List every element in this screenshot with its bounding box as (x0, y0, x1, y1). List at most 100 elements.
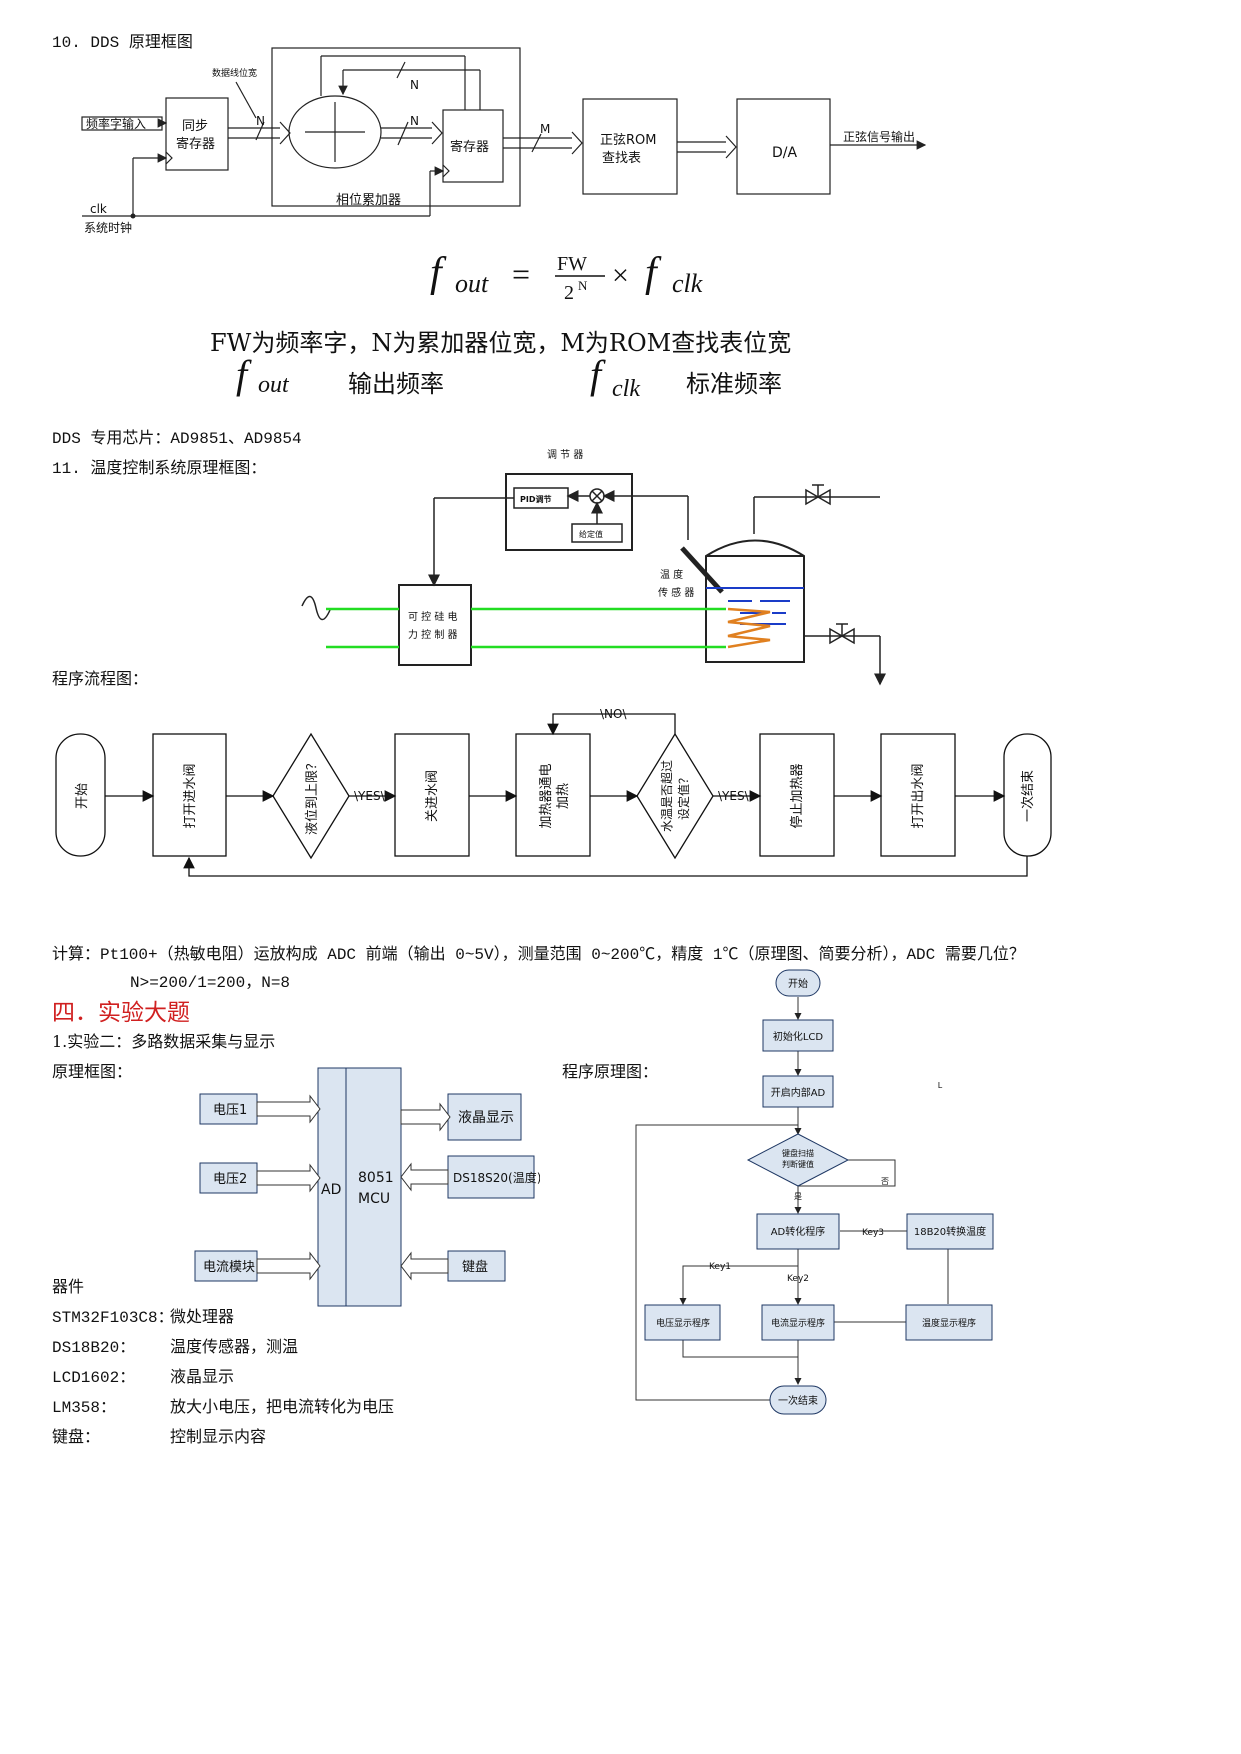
experiment-1-title: 1.实验二：多路数据采集与显示 (52, 1032, 276, 1051)
scr-controller-box (398, 584, 472, 666)
svg-text:clk: clk (90, 202, 107, 216)
experiment-block-diagram: 电压1 电压2 电流模块 AD 8051 MCU 液晶显示 DS18S20(温度… (194, 1067, 540, 1307)
component-desc: 放大小电压，把电流转化为电压 (170, 1397, 395, 1416)
component-name: LCD1602： (52, 1369, 136, 1387)
svg-text:电压2: 电压2 (213, 1172, 247, 1187)
svg-text:加热器通电: 加热器通电 (539, 763, 554, 828)
svg-text:N: N (256, 114, 265, 128)
sec11-heading: 11. 温度控制系统原理框图： (52, 460, 267, 478)
component-desc: 微处理器 (170, 1307, 235, 1326)
component-name: DS18B20： (52, 1339, 136, 1357)
svg-text:一次结束: 一次结束 (1020, 770, 1036, 822)
svg-text:温 度: 温 度 (660, 568, 683, 581)
temperature-control-diagram: 调 节 器 PID调节 给定值 温 度 传 感 器 可 控 硅 电 力 控 制 … (301, 449, 886, 686)
svg-text:8051: 8051 (358, 1170, 394, 1186)
sec10-heading: 10. DDS 原理框图 (52, 34, 193, 52)
svg-text:寄存器: 寄存器 (450, 139, 489, 155)
fclk-desc: 标准频率 (686, 370, 782, 398)
da-box (736, 98, 831, 195)
component-desc: 液晶显示 (170, 1367, 235, 1386)
svg-text:f: f (590, 352, 606, 397)
calc-answer: N>=200/1=200，N=8 (130, 974, 291, 992)
svg-text:M: M (540, 122, 550, 136)
svg-text:键盘扫描: 键盘扫描 (782, 1148, 814, 1158)
svg-text:开始: 开始 (75, 783, 90, 809)
svg-text:频率字输入: 频率字输入 (86, 116, 146, 131)
sine-rom-box (582, 98, 678, 195)
svg-text:正弦ROM: 正弦ROM (600, 132, 656, 148)
svg-text:是: 是 (794, 1192, 802, 1201)
svg-text:寄存器: 寄存器 (176, 136, 215, 152)
svg-text:\YES\: \YES\ (718, 789, 750, 803)
flow-level-check (272, 732, 350, 860)
program-label: 程序原理图： (562, 1062, 659, 1081)
svg-text:N: N (410, 78, 419, 92)
svg-text:停止加热器: 停止加热器 (789, 763, 805, 828)
svg-text:MCU: MCU (358, 1191, 390, 1207)
svg-text:键盘: 键盘 (462, 1259, 488, 1275)
components-title: 器件 (52, 1277, 85, 1296)
svg-text:out: out (258, 372, 290, 398)
svg-text:查找表: 查找表 (602, 151, 641, 166)
svg-text:温度显示程序: 温度显示程序 (922, 1317, 976, 1329)
svg-text:传 感 器: 传 感 器 (658, 586, 694, 599)
sync-register-box (165, 97, 229, 171)
svg-text:打开进水阀: 打开进水阀 (183, 763, 198, 828)
svg-text:电流显示程序: 电流显示程序 (771, 1317, 825, 1329)
dds-formula: f out = FW 2 N × f clk (430, 250, 703, 304)
svg-text:Key3: Key3 (862, 1228, 884, 1238)
svg-text:初始化LCD: 初始化LCD (773, 1030, 824, 1043)
svg-text:18B20转换温度: 18B20转换温度 (914, 1225, 986, 1238)
svg-text:f: f (236, 352, 252, 397)
svg-text:电压显示程序: 电压显示程序 (656, 1317, 710, 1329)
svg-text:相位累加器: 相位累加器 (336, 193, 401, 208)
flow-start (55, 733, 106, 857)
svg-text:clk: clk (672, 269, 703, 298)
dds-note-line1: FW为频率字，N为累加器位宽，M为ROM查找表位宽 (210, 329, 792, 357)
svg-text:正弦信号输出: 正弦信号输出 (843, 129, 915, 144)
svg-text:否: 否 (881, 1177, 889, 1186)
block-diagram-label: 原理框图： (52, 1062, 133, 1081)
svg-text:DS18S20(温度): DS18S20(温度) (453, 1170, 540, 1185)
flow-title: 程序流程图： (52, 669, 149, 688)
component-name: 键盘： (52, 1427, 101, 1446)
svg-text:FW: FW (557, 253, 587, 275)
dds-chips: DDS 专用芯片：AD9851、AD9854 (52, 430, 302, 448)
svg-text:同步: 同步 (182, 119, 208, 134)
program-principle-flowchart: 开始 初始化LCD 开启内部AD 键盘扫描 判断键值 否 是 AD转化程序 Ke… (635, 969, 994, 1415)
svg-text:力 控 制 器: 力 控 制 器 (408, 628, 458, 641)
svg-text:一次结束: 一次结束 (778, 1394, 818, 1407)
svg-text:液晶显示: 液晶显示 (458, 1110, 514, 1126)
svg-text:关进水阀: 关进水阀 (425, 770, 440, 822)
svg-text:L: L (938, 1081, 943, 1090)
svg-text:判断键值: 判断键值 (782, 1159, 814, 1169)
component-desc: 温度传感器，测温 (170, 1337, 299, 1356)
svg-text:AD: AD (321, 1182, 341, 1198)
svg-text:系统时钟: 系统时钟 (84, 220, 132, 235)
svg-text:=: = (512, 256, 530, 292)
svg-text:可 控 硅 电: 可 控 硅 电 (408, 610, 458, 623)
svg-text:数据线位宽: 数据线位宽 (212, 67, 257, 79)
svg-text:N: N (578, 278, 588, 293)
component-name: LM358： (52, 1399, 117, 1417)
svg-text:调 节 器: 调 节 器 (547, 449, 583, 461)
svg-text:out: out (455, 269, 489, 298)
calc-question: 计算：Pt100+（热敏电阻）运放构成 ADC 前端（输出 0~5V），测量范围… (52, 946, 1025, 964)
svg-text:×: × (612, 259, 629, 292)
dds-block-diagram: 数据线位宽 频率字输入 同步 寄存器 N N N M 寄存器 正弦ROM 查找表… (81, 47, 927, 235)
section-4-title: 四．实验大题 (52, 1000, 190, 1026)
program-flowchart: 开始 打开进水阀 液位到上限？ \YES\ 关进水阀 加热器通电 加热 \NO\… (55, 707, 1052, 877)
flow-temp-check (636, 732, 714, 860)
svg-text:PID调节: PID调节 (520, 494, 551, 504)
svg-text:打开出水阀: 打开出水阀 (911, 763, 926, 828)
svg-text:开启内部AD: 开启内部AD (771, 1086, 826, 1099)
svg-text:2: 2 (564, 282, 574, 304)
svg-text:加热: 加热 (556, 783, 571, 809)
component-desc: 控制显示内容 (170, 1427, 267, 1446)
svg-text:f: f (645, 250, 662, 296)
svg-text:开始: 开始 (788, 977, 808, 990)
svg-text:clk: clk (612, 376, 640, 402)
svg-text:电流模块: 电流模块 (203, 1260, 255, 1275)
dds-note-line2: f out f clk (236, 352, 640, 402)
svg-text:给定值: 给定值 (579, 529, 603, 539)
